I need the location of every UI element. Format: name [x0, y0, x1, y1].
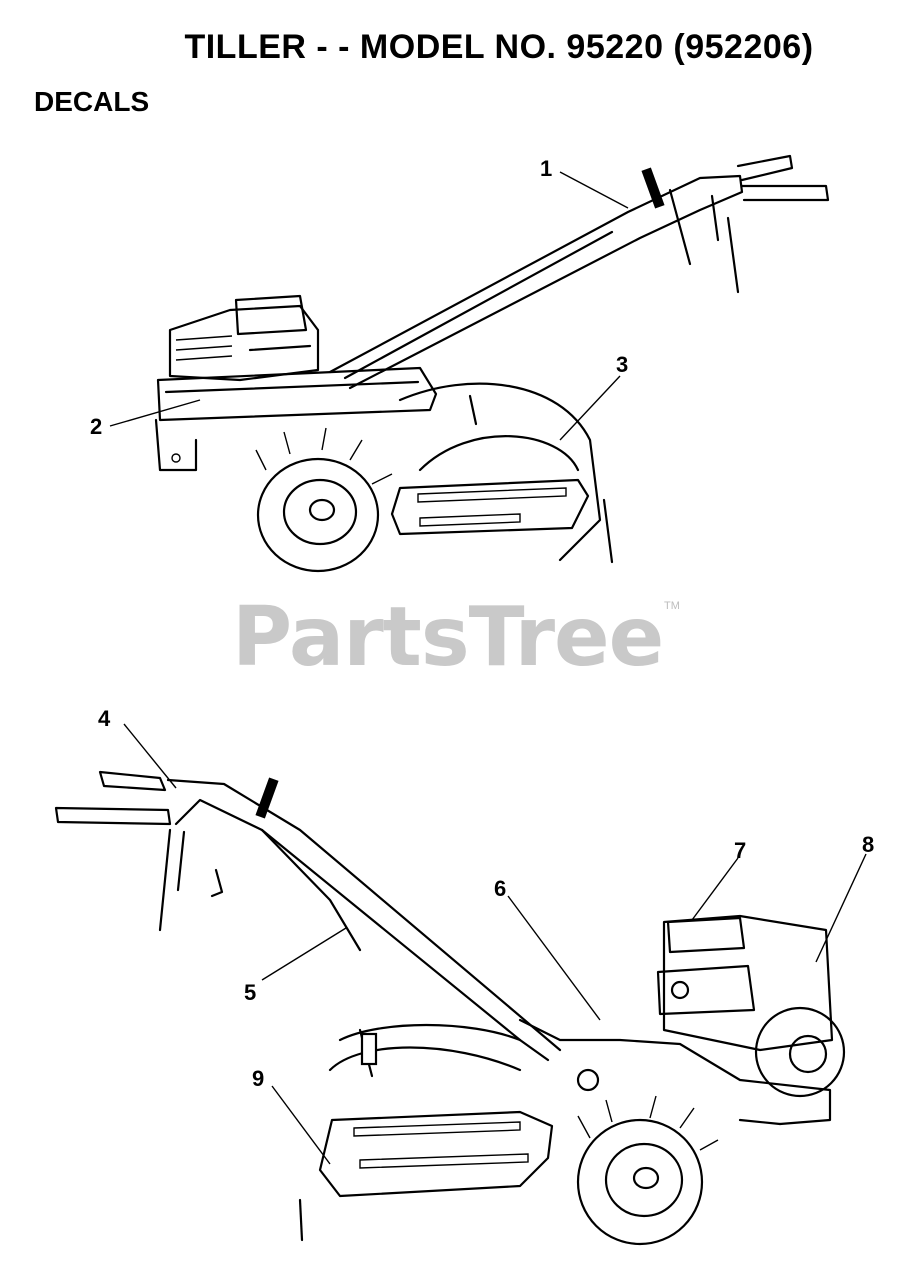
- leader-7: [691, 857, 739, 921]
- trademark-mark: TM: [664, 600, 680, 612]
- leader-9: [271, 1085, 331, 1165]
- leader-6: [507, 895, 601, 1021]
- callout-6: 6: [494, 876, 506, 901]
- leader-2: [109, 399, 201, 427]
- page-title: TILLER - - MODEL NO. 95220 (952206): [184, 28, 814, 66]
- leader-3: [559, 375, 621, 441]
- watermark-logo: PartsTree: [232, 590, 664, 685]
- callout-2: 2: [90, 414, 102, 439]
- leader-5: [261, 927, 347, 981]
- callout-1: 1: [540, 156, 552, 181]
- callout-3: 3: [616, 352, 628, 377]
- callout-7: 7: [734, 838, 746, 863]
- tiller-bottom-view: [54, 770, 846, 1246]
- leader-1: [559, 171, 629, 209]
- section-heading: DECALS: [34, 86, 150, 117]
- callout-9: 9: [252, 1066, 264, 1091]
- callout-leaders: [109, 171, 867, 1165]
- leader-4: [123, 723, 177, 789]
- leader-8: [815, 853, 867, 963]
- callout-4: 4: [98, 706, 111, 731]
- callout-5: 5: [244, 980, 256, 1005]
- tiller-top-view: [154, 154, 830, 573]
- callout-8: 8: [862, 832, 874, 857]
- callout-labels: 1 2 3 4 5 6 7 8 9: [90, 156, 874, 1091]
